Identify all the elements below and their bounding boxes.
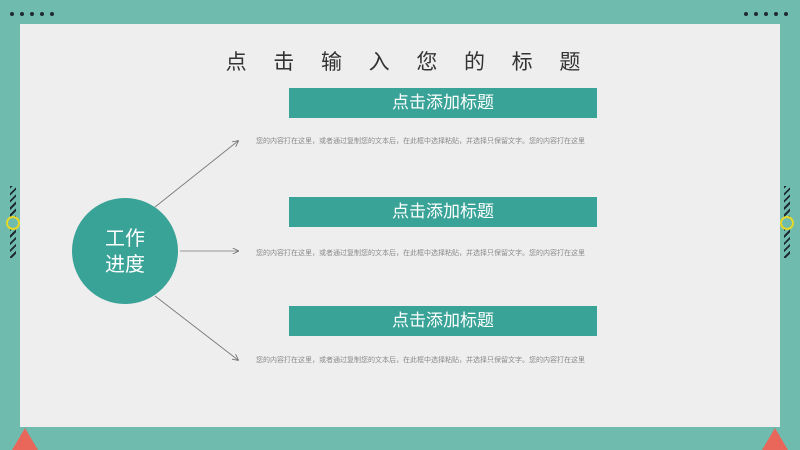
hub-text-line1: 工作 — [105, 226, 145, 250]
connector-line-bottom — [154, 295, 238, 360]
page-title[interactable]: 点 击 输 入 您 的 标 题 — [225, 50, 591, 74]
decor-side-left — [6, 186, 20, 258]
item-desc-3[interactable]: 您的内容打在这里，或者通过复制您的文本后，在此框中选择粘贴，并选择只保留文字。您… — [256, 356, 585, 364]
hub-circle[interactable]: 工作 进度 — [72, 198, 178, 304]
ring-icon-right — [780, 216, 794, 230]
item-title-3[interactable]: 点击添加标题 — [289, 306, 597, 336]
item-desc-1[interactable]: 您的内容打在这里，或者通过复制您的文本后，在此框中选择粘贴，并选择只保留文字。您… — [256, 137, 585, 145]
triangle-decor-right — [762, 428, 788, 450]
hub-text-line2: 进度 — [105, 252, 145, 276]
decor-dots-left — [10, 12, 54, 16]
item-desc-2[interactable]: 您的内容打在这里，或者通过复制您的文本后，在此框中选择粘贴，并选择只保留文字。您… — [256, 249, 585, 257]
decor-dots-right — [744, 12, 788, 16]
item-title-1[interactable]: 点击添加标题 — [289, 88, 597, 118]
ring-icon-left — [6, 216, 20, 230]
item-title-2[interactable]: 点击添加标题 — [289, 197, 597, 227]
connector-line-top — [154, 141, 238, 208]
triangle-decor-left — [12, 428, 38, 450]
decor-side-right — [780, 186, 794, 258]
